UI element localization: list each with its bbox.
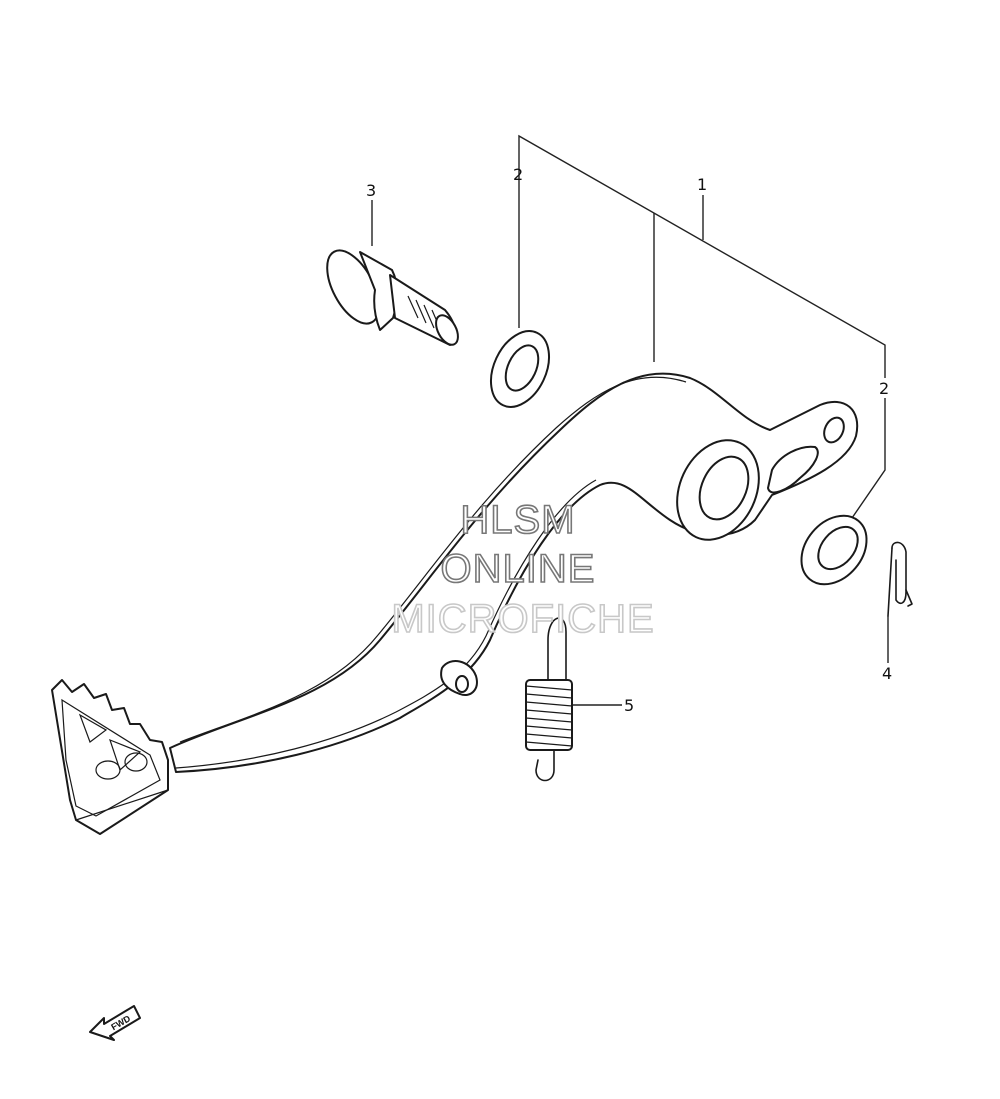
watermark-line-3: MICROFICHE <box>391 597 654 641</box>
washer-upper <box>489 330 551 408</box>
cotter-pin <box>887 541 913 617</box>
pedal-tread <box>51 679 169 835</box>
callout-2-lower: 2 <box>879 379 889 398</box>
callout-5: 5 <box>624 696 634 715</box>
leader-lines <box>371 134 889 706</box>
callout-3: 3 <box>366 181 376 200</box>
pivot-bolt <box>326 249 459 346</box>
washer-lower <box>800 514 868 586</box>
watermark-line-1: HLSM <box>460 498 575 542</box>
watermark-line-2: ONLINE <box>441 547 596 591</box>
return-spring <box>525 617 573 782</box>
callout-4: 4 <box>882 664 892 683</box>
forward-arrow-icon: FWD <box>89 1005 141 1041</box>
brake-pedal-arm <box>169 372 859 773</box>
callout-1: 1 <box>697 175 707 194</box>
callout-2-upper: 2 <box>513 165 523 184</box>
